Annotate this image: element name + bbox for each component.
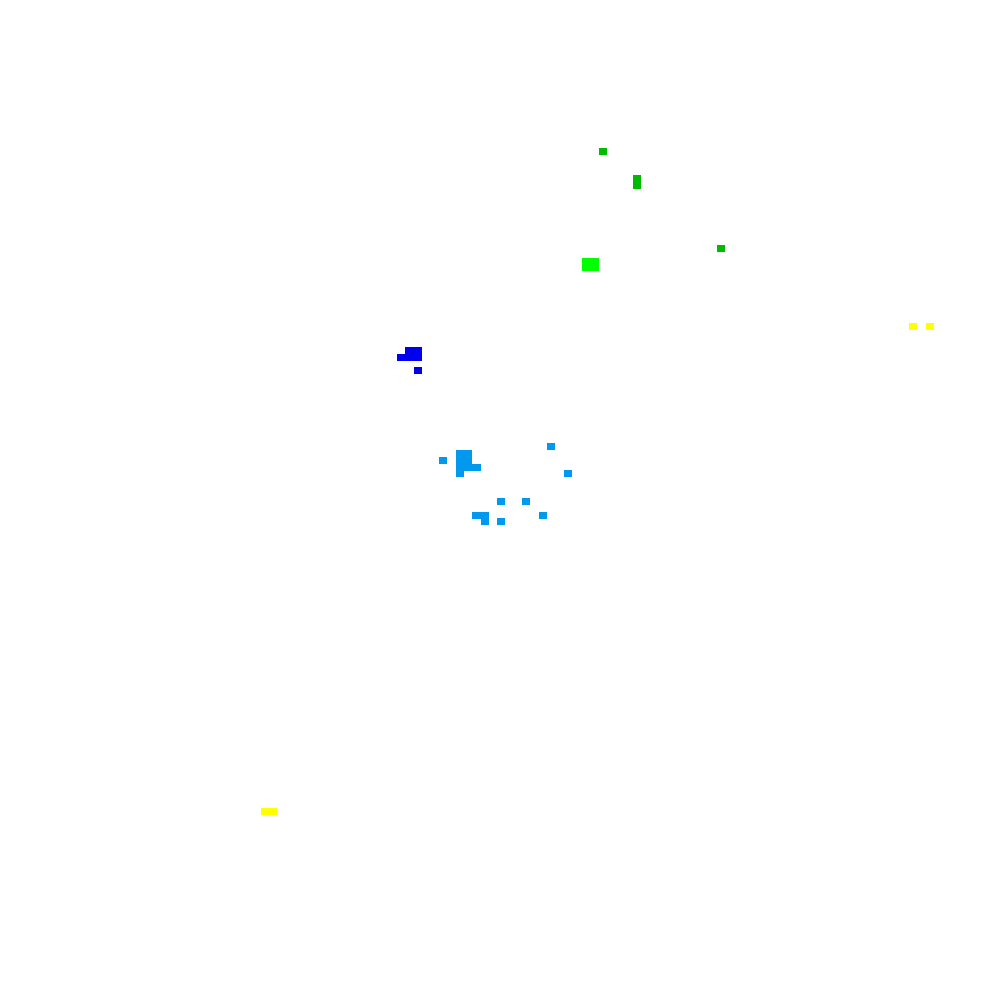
cell-sky-blue: [456, 450, 472, 464]
cell-sky-blue: [497, 498, 505, 505]
cell-sky-blue: [497, 518, 505, 525]
cell-sky-blue: [481, 518, 489, 525]
cell-dark-green: [633, 175, 641, 182]
cell-sky-blue: [522, 498, 530, 505]
cell-dark-green: [717, 245, 725, 252]
cell-blue: [405, 347, 422, 361]
cell-sky-blue: [456, 470, 464, 477]
cell-sky-blue: [472, 512, 489, 519]
cell-dark-green: [599, 148, 607, 155]
cell-dark-green: [633, 182, 641, 189]
cell-sky-blue: [456, 464, 481, 471]
cell-blue: [414, 367, 422, 374]
cell-sky-blue: [564, 470, 572, 477]
cell-sky-blue: [439, 457, 447, 464]
cell-bright-green: [582, 258, 599, 271]
cell-sky-blue: [539, 512, 547, 519]
cell-yellow: [926, 323, 934, 330]
cell-blue: [397, 354, 405, 361]
cell-yellow: [909, 323, 917, 330]
cell-yellow: [261, 808, 277, 815]
cell-sky-blue: [547, 443, 555, 450]
